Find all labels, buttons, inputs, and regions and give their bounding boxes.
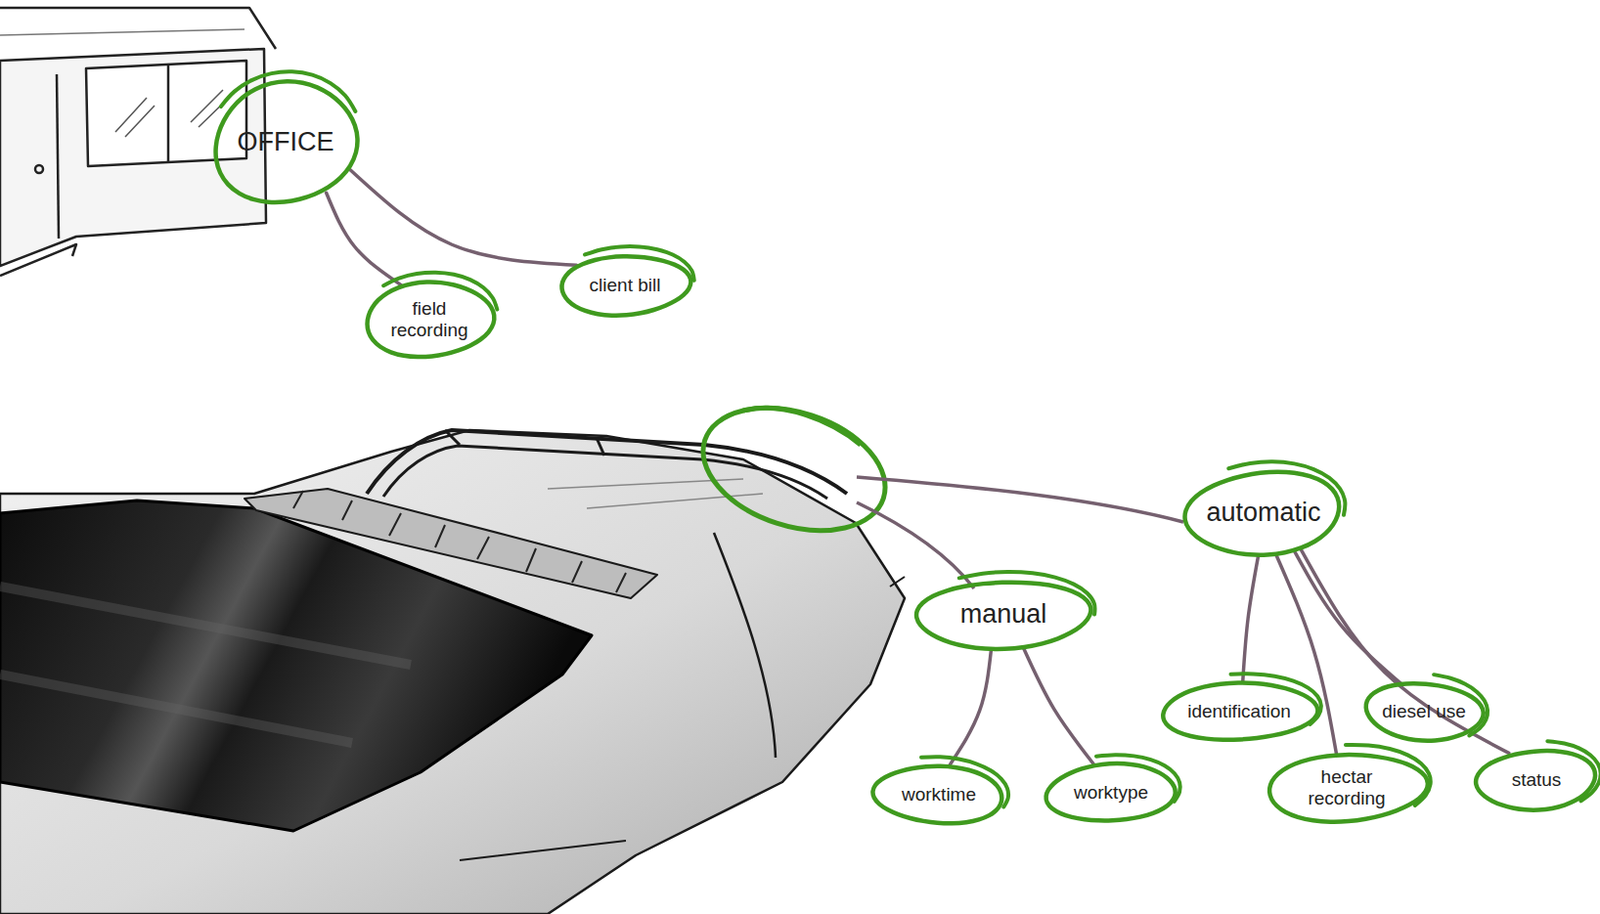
office-building bbox=[0, 7, 276, 276]
office-roof-line bbox=[0, 29, 245, 36]
ellipse-ring bbox=[1473, 747, 1598, 814]
ellipse-ring bbox=[915, 579, 1093, 653]
ellipse-ring bbox=[201, 66, 369, 218]
ellipse-ring bbox=[871, 762, 1004, 827]
ellipse-ring bbox=[560, 253, 693, 319]
tractor-callout bbox=[687, 386, 1184, 589]
tractor-sketch bbox=[0, 430, 905, 914]
ellipse-ring bbox=[1364, 680, 1486, 746]
outline-group bbox=[1267, 741, 1433, 827]
ellipse-ring bbox=[364, 277, 497, 361]
ellipse-ring bbox=[1181, 466, 1343, 563]
ellipse-ring bbox=[1161, 680, 1319, 744]
outline-group bbox=[871, 754, 1011, 828]
office-door bbox=[56, 74, 59, 239]
office-window-glare bbox=[115, 89, 231, 137]
outline-group bbox=[199, 55, 374, 217]
connector-line bbox=[1023, 648, 1095, 765]
office-window-mullion bbox=[167, 64, 171, 163]
ellipse-node: worktime bbox=[871, 763, 1007, 827]
node-label: OFFICE bbox=[237, 127, 335, 159]
panel-line bbox=[713, 533, 776, 758]
outline-group bbox=[1364, 669, 1491, 746]
ellipse-ring bbox=[1044, 760, 1177, 825]
ellipse-node: diesel use bbox=[1362, 680, 1486, 744]
roof-reflection bbox=[0, 586, 411, 744]
ellipse-node: status bbox=[1473, 748, 1600, 813]
ellipse-node: field recording bbox=[362, 279, 496, 360]
leader-line bbox=[856, 502, 975, 589]
connector-line bbox=[350, 170, 577, 266]
node-label: worktype bbox=[1073, 782, 1149, 804]
node-label: identification bbox=[1187, 701, 1291, 723]
ellipse-node: client bill bbox=[557, 253, 693, 318]
node-label: field recording bbox=[380, 298, 479, 343]
office-base bbox=[0, 244, 77, 276]
outline-group bbox=[915, 569, 1097, 653]
ellipse-node: OFFICE bbox=[211, 80, 360, 206]
roll-bar bbox=[366, 430, 847, 494]
outline-group bbox=[363, 267, 500, 361]
ellipse-node: manual bbox=[913, 578, 1094, 652]
node-label: diesel use bbox=[1381, 701, 1467, 723]
outline-group bbox=[1180, 455, 1349, 563]
outline-group bbox=[559, 243, 696, 319]
ribbed-band bbox=[244, 488, 658, 599]
office-window bbox=[86, 60, 247, 167]
office-roof bbox=[0, 7, 276, 49]
connector-line bbox=[1301, 550, 1510, 755]
callout-ring bbox=[687, 386, 901, 553]
outline-group bbox=[1161, 671, 1323, 744]
sketch-strokes bbox=[547, 479, 763, 509]
ellipse-node: identification bbox=[1158, 680, 1320, 744]
roll-bar-joints bbox=[444, 430, 605, 456]
node-label: automatic bbox=[1205, 497, 1321, 530]
node-label: client bill bbox=[589, 274, 662, 297]
band-ribs bbox=[293, 490, 626, 593]
node-label: hectar recording bbox=[1286, 766, 1408, 811]
callout-ring-stroke bbox=[743, 407, 861, 445]
outline-group bbox=[1473, 738, 1600, 815]
node-label: worktime bbox=[901, 784, 977, 806]
office-wall bbox=[0, 48, 267, 267]
node-label: manual bbox=[960, 599, 1048, 631]
leader-line bbox=[856, 477, 1184, 523]
connector-line bbox=[949, 649, 992, 767]
connector-line bbox=[1243, 555, 1259, 683]
tractor-body bbox=[0, 430, 905, 914]
ellipse-node: hectar recording bbox=[1264, 752, 1429, 825]
node-label: status bbox=[1511, 769, 1562, 792]
body-edge bbox=[459, 577, 905, 861]
outline-group bbox=[1044, 752, 1183, 825]
office-door-knob bbox=[35, 165, 44, 174]
roll-bar-inner bbox=[383, 445, 828, 499]
connector-line bbox=[1294, 551, 1403, 685]
ellipse-node: worktype bbox=[1043, 761, 1179, 825]
ellipse-node: automatic bbox=[1183, 469, 1344, 558]
ellipse-ring bbox=[1267, 751, 1429, 826]
